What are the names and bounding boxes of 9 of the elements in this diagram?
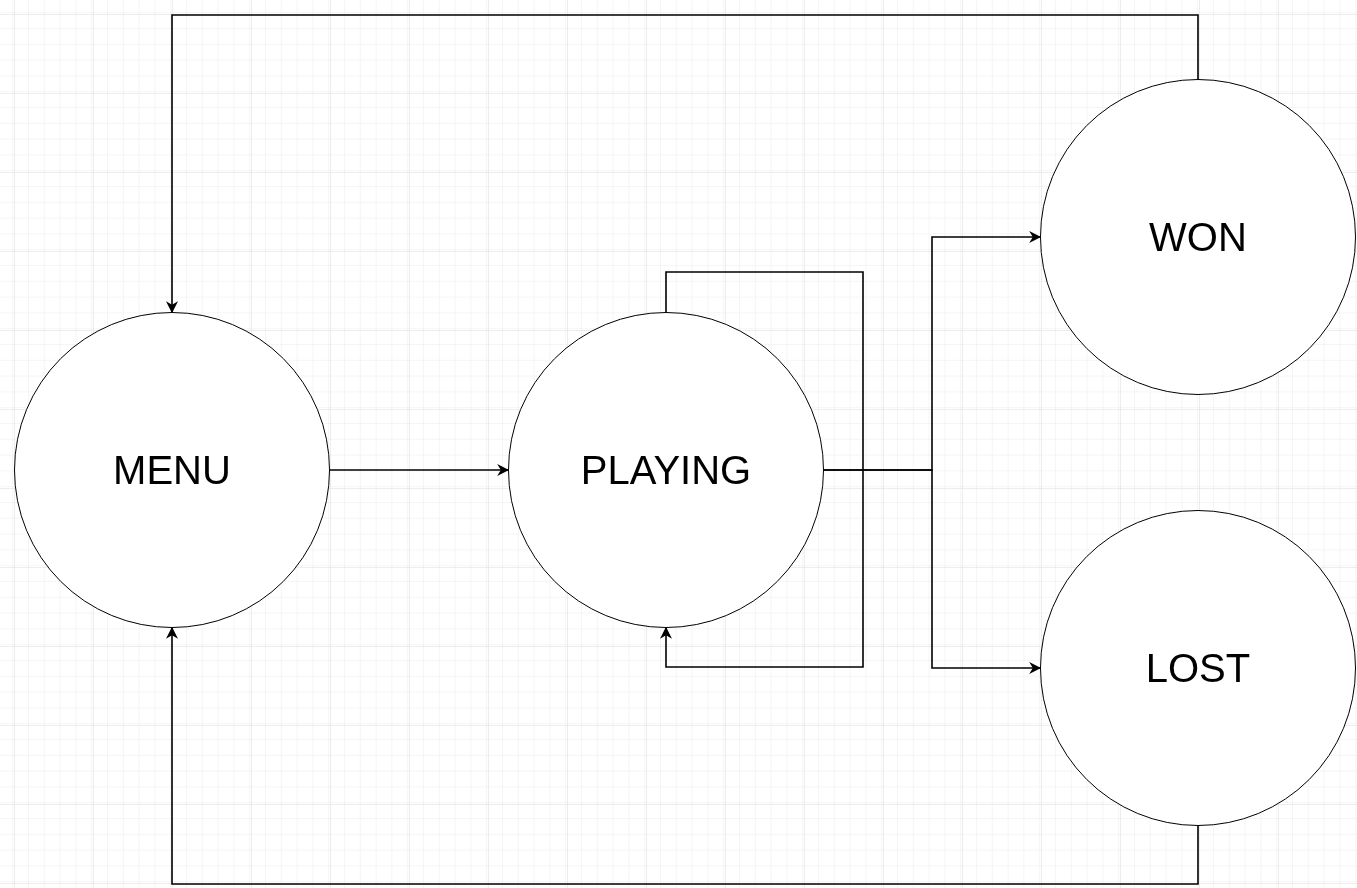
state-name: WON [1149, 214, 1247, 261]
arrow [660, 271, 864, 668]
arrow [166, 626, 1199, 885]
state-name: MENU [113, 447, 231, 494]
arrow [823, 469, 1042, 674]
arrow [166, 14, 1199, 314]
state-name: LOST [1145, 645, 1251, 692]
state-name: PLAYING [580, 447, 752, 494]
arrow [329, 464, 510, 476]
